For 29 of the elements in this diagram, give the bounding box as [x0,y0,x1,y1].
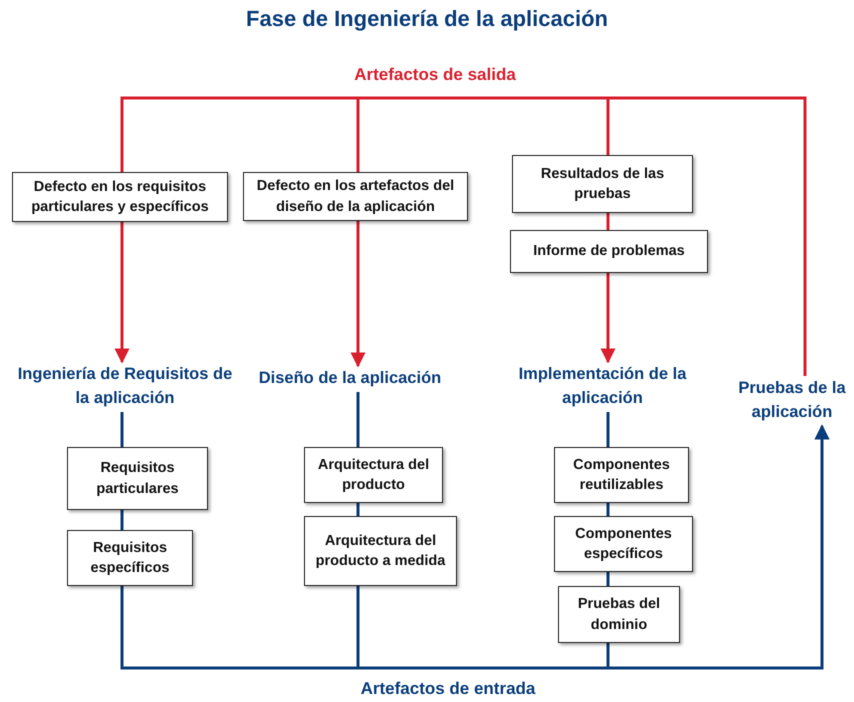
process-box: Componentes reutilizables [554,447,689,503]
connector-line [120,510,124,530]
arrow [600,273,616,364]
process-box: Informe de problemas [510,230,708,273]
connector-line [356,392,360,447]
phase-heading: Implementación de la aplicación [505,362,700,412]
arrow [606,424,830,670]
connector-line [606,503,610,516]
process-box: Arquitectura del producto a medida [304,516,457,586]
phase-heading: Diseño de la aplicación [245,366,455,392]
arrow [114,222,130,364]
diagram-title: Fase de Ingeniería de la aplicación [245,6,609,32]
connector-line [606,96,806,376]
connector-line [606,412,610,447]
connector-line [356,503,360,516]
process-box: Pruebas del dominio [558,586,680,643]
process-box: Requisitos específicos [67,530,193,586]
process-box: Resultados de las pruebas [512,155,693,213]
connector-line [120,412,124,447]
connector-line [606,213,610,230]
process-box: Arquitectura del producto [304,447,443,503]
process-box: Defecto en los requisitos particulares y específicos [12,172,228,222]
connector-line [606,572,610,586]
process-box: Defecto en los artefactos del diseño de la aplicación [243,172,468,221]
arrow [350,221,366,368]
phase-heading: Ingeniería de Requisitos de la aplicación [15,362,235,412]
phase-heading: Pruebas de la aplicación [728,376,854,426]
process-box: Componentes específicos [554,516,693,572]
process-box: Requisitos particulares [67,447,208,510]
